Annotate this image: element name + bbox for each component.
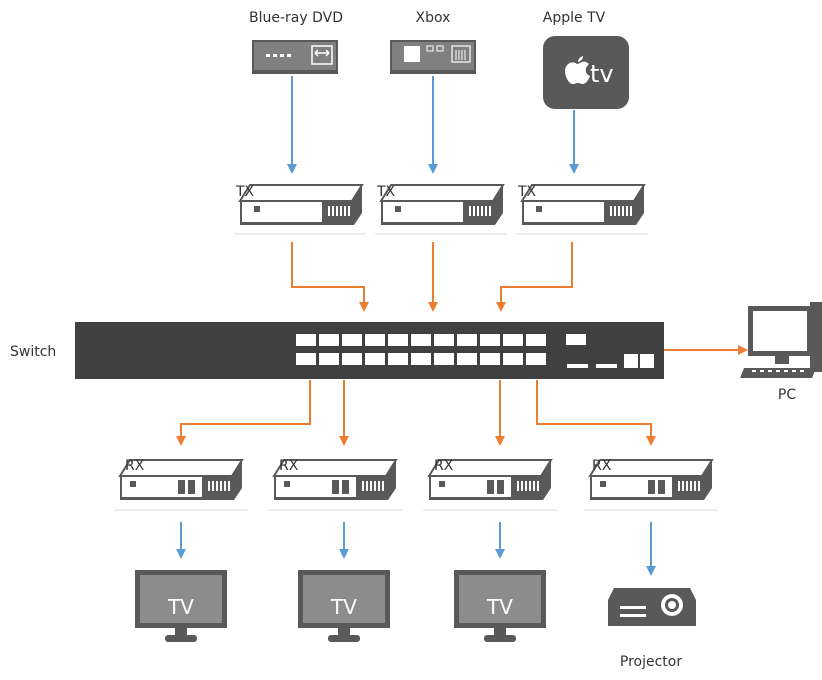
apple-tv-box: tv <box>543 36 629 109</box>
bluray-player <box>252 40 338 74</box>
apple-tv-screen-text: tv <box>590 60 614 88</box>
link-tx3-switch <box>496 242 573 312</box>
xbox-console <box>390 40 476 74</box>
tx3-tag: TX <box>517 184 537 200</box>
tv1-text: TV <box>167 595 194 619</box>
pc-label: PC <box>778 387 796 403</box>
tv3-text: TV <box>486 595 513 619</box>
xbox-label: Xbox <box>416 10 451 26</box>
tx2-tag: TX <box>376 184 396 200</box>
tx1-tag: TX <box>235 184 255 200</box>
apple-tv-label: Apple TV <box>543 10 606 26</box>
rx1-tag: RX <box>125 458 145 474</box>
rx4-tag: RX <box>592 458 612 474</box>
rx3-tag: RX <box>434 458 454 474</box>
network-switch <box>75 322 664 379</box>
link-switch-rx4 <box>536 380 656 446</box>
bluray-label: Blue-ray DVD <box>249 10 343 26</box>
pc-computer <box>740 302 822 378</box>
rx2-tag: RX <box>279 458 299 474</box>
projector-label: Projector <box>620 654 682 670</box>
tv2-text: TV <box>330 595 357 619</box>
projector <box>608 588 696 626</box>
link-tx1-switch <box>291 242 369 312</box>
switch-label: Switch <box>10 344 56 360</box>
link-switch-rx1 <box>176 380 311 446</box>
